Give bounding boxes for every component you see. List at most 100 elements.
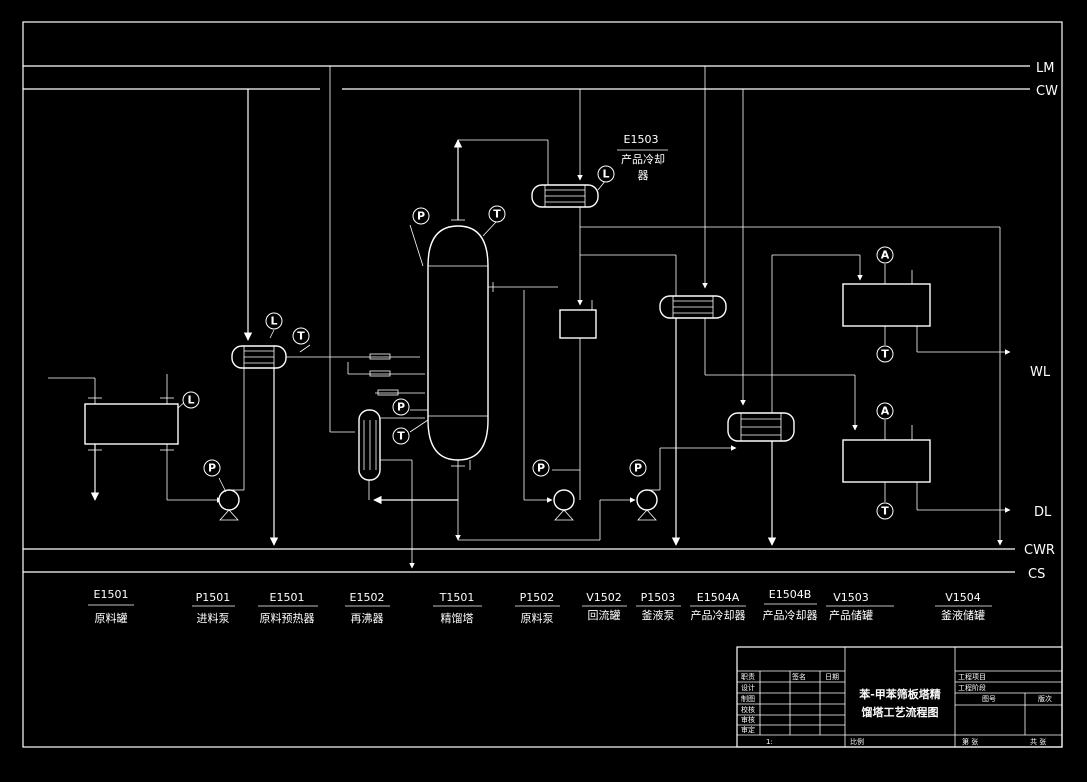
equipment-item: P1503 釜液泵 [636, 591, 681, 622]
equipment-tag: E1501 [270, 591, 305, 604]
equipment-name: 产品冷却器 [763, 608, 818, 622]
equipment-name: 产品储罐 [829, 608, 873, 622]
tb-drawing-no: 图号 [982, 695, 996, 703]
equipment-tag: P1503 [641, 591, 676, 604]
equipment-name: 原料罐 [95, 611, 128, 625]
tb-check: 校核 [741, 705, 755, 714]
cw-line-label: CW [1036, 84, 1058, 99]
equipment-item: V1502 回流罐 [582, 591, 627, 622]
instrument-level-preheater: L [265, 312, 283, 330]
feed-pump [218, 367, 245, 521]
tb-version: 版次 [1038, 694, 1052, 703]
svg-text:P: P [397, 401, 405, 414]
tb-name-header: 签名 [792, 672, 806, 681]
svg-text:T: T [881, 348, 889, 361]
svg-text:L: L [602, 168, 609, 181]
tb-total: 共 张 [1030, 737, 1046, 746]
dl-outlet-label: DL [1034, 505, 1052, 520]
equipment-item: V1503 产品储罐 [826, 591, 894, 622]
svg-text:L: L [270, 315, 277, 328]
tb-stage: 工程阶段 [958, 683, 986, 692]
feed-tank [48, 374, 223, 503]
instrument-temperature-product-tank: T [876, 345, 894, 363]
equipment-tag: E1501 [94, 588, 129, 601]
cs-line-label: CS [1028, 567, 1045, 582]
equipment-name: 产品冷却器 [691, 608, 746, 622]
svg-text:T: T [297, 330, 305, 343]
reflux-drum [559, 300, 597, 500]
tb-scale: 比例 [850, 737, 864, 746]
equipment-item: E1502 再沸器 [345, 591, 390, 625]
equipment-item: E1501 原料预热器 [258, 591, 318, 625]
svg-text:P: P [208, 462, 216, 475]
tb-review: 审核 [741, 715, 755, 724]
equipment-tag: T1501 [439, 591, 475, 604]
equipment-name: 原料泵 [521, 611, 554, 625]
svg-text:L: L [187, 394, 194, 407]
instrument-pressure-reflux-pump: P [532, 459, 550, 477]
wl-outlet-label: WL [1030, 365, 1051, 380]
svg-text:P: P [417, 210, 425, 223]
equipment-item: P1502 原料泵 [515, 591, 560, 625]
instrument-pressure-bottoms-pump: P [629, 459, 647, 477]
tb-date-header: 日期 [825, 673, 839, 681]
equipment-item: E1504A 产品冷却器 [690, 591, 746, 622]
svg-text:T: T [397, 430, 405, 443]
equipment-item: T1501 精馏塔 [433, 591, 482, 625]
equipment-list: E1501 原料罐 P1501 进料泵 E1501 原料预热器 E1502 再沸… [88, 588, 992, 625]
instrument-level-feed-tank: L [182, 391, 200, 409]
tb-sheet: 第 张 [962, 737, 978, 746]
equipment-tag: V1502 [586, 591, 622, 604]
equipment-tag: V1503 [833, 591, 869, 604]
instrument-level-condenser: L [597, 165, 615, 183]
equipment-item: E1501 原料罐 [88, 588, 134, 625]
equipment-name: 精馏塔 [441, 611, 474, 625]
equipment-name: 原料预热器 [260, 611, 315, 625]
instrument-temperature-column-top: T [488, 205, 506, 223]
equipment-tag: E1504B [769, 588, 812, 601]
residue-tank [842, 420, 1011, 513]
instrument-analyzer-product-tank: A [876, 246, 894, 264]
feed-preheater [231, 89, 420, 546]
lm-line-label: LM [1036, 61, 1054, 76]
cwr-line-label: CWR [1024, 543, 1055, 558]
svg-text:T: T [493, 208, 501, 221]
equipment-name: 再沸器 [351, 612, 384, 625]
title-block: 苯-甲苯筛板塔精 馏塔工艺流程图 职责 签名 日期 设计 制图 校核 审核 审定… [736, 646, 1063, 748]
equipment-name: 釜液泵 [642, 608, 675, 622]
title-line-1: 苯-甲苯筛板塔精 [858, 687, 941, 701]
utility-headers: LM CW CWR CS [23, 61, 1058, 582]
drawing-border [22, 21, 1063, 748]
instrument-pressure-column-bottom: P [392, 398, 410, 416]
equipment-tag: E1504A [697, 591, 740, 604]
instrument-analyzer-residue-tank: A [876, 402, 894, 420]
svg-text:A: A [881, 405, 890, 418]
equipment-tag: P1502 [520, 591, 555, 604]
product-cooler-b [727, 89, 863, 546]
instrument-temperature-residue-tank: T [876, 502, 894, 520]
equipment-name: 进料泵 [197, 611, 230, 625]
svg-text:A: A [881, 249, 890, 262]
condenser-callout-tag: E1503 [624, 133, 659, 146]
tb-design: 设计 [741, 683, 755, 692]
reflux-pump [523, 290, 580, 521]
tb-approve: 审定 [741, 725, 755, 734]
equipment-item: V1504 釜液储罐 [935, 591, 992, 622]
svg-text:T: T [881, 505, 889, 518]
svg-text:P: P [634, 462, 642, 475]
equipment-tag: V1504 [945, 591, 981, 604]
condenser-callout-name-2: 器 [638, 169, 649, 182]
instrument-temperature-preheater: T [292, 327, 310, 345]
distillation-column [409, 139, 600, 541]
product-cooler-a [580, 66, 858, 546]
tb-role-header: 职责 [741, 672, 755, 681]
reboiler [358, 409, 458, 569]
condenser-callout-name-1: 产品冷却 [621, 152, 665, 166]
product-tank [842, 264, 1011, 355]
tb-ratio: 1: [766, 738, 773, 746]
tb-project: 工程项目 [958, 672, 986, 681]
instrument-temperature-column-bottom: T [392, 427, 410, 445]
equipment-name: 釜液储罐 [941, 608, 985, 622]
equipment-item: E1504B 产品冷却器 [763, 588, 818, 622]
